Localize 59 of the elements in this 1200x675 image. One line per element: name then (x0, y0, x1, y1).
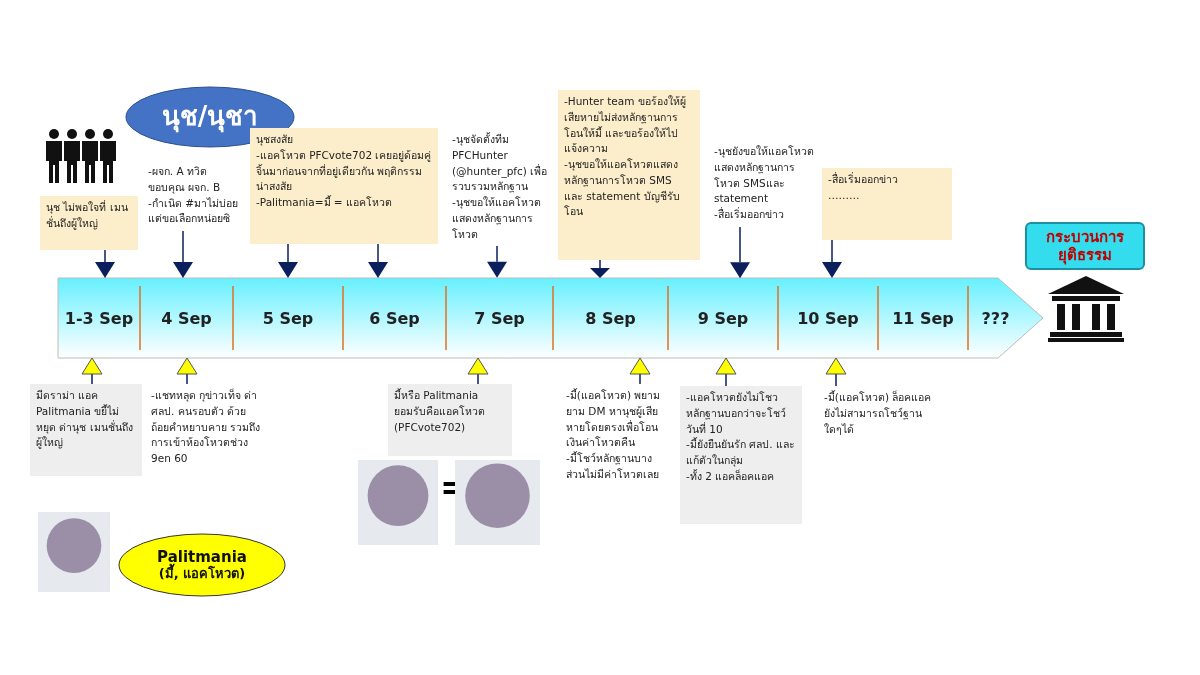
note-text: -นุชขอให้แอคโหวตแสดงหลักฐานการโหวต SMS และ statement บัญชีรับโอน (564, 157, 681, 220)
note-text: -มี้ยังยืนยันรัก ศลป. และแก้ตัวในกลุ่ม (686, 437, 796, 469)
title-text: กระบวนการยุติธรรม (1045, 228, 1125, 264)
note-text: -นุชขอให้แอคโหวตแสดงหลักฐานการโหวต (452, 195, 542, 242)
date-label: 7 Sep (473, 307, 526, 330)
note-text: มีดราม่า แอค Palitmania ขยี้ไม่หยุด ด่านุช เมนชั่นถึงผู้ใหญ่ (36, 388, 134, 451)
arrow (95, 249, 115, 278)
note-text: -มี้(แอคโหวต) ล็อคแอคยังไม่สามารถโชว์ฐานใดๆได้ (824, 390, 933, 437)
note-box (388, 384, 512, 456)
date-label: 9 Sep (696, 307, 750, 330)
arrow (467, 357, 489, 385)
note-text: -มี้โชว์หลักฐานบางส่วนไม่มีค่าโหวตเลย (566, 451, 660, 482)
arrow (81, 357, 103, 385)
note-text: -ทั้ง 2 แอคล็อคแอค (686, 468, 776, 484)
note-text: ……… (828, 187, 861, 203)
title-box (1025, 222, 1145, 270)
arrow (822, 239, 842, 278)
ellipse-label (118, 533, 286, 597)
date-label: 8 Sep (584, 307, 637, 330)
note-box (680, 386, 802, 524)
note-text: นุช ไม่พอใจที่ เมนชั่นถึงผู้ใหญ่ (46, 200, 129, 232)
note-text: -Hunter team ขอร้องให้ผู้เสียหายไม่ส่งหลักฐานการโอนให้มี้ และขอร้องให้ไปแจ้งความ (564, 94, 687, 157)
note-text: มี้หรือ Palitmania ยอมรับคือแอคโหวต (PFCvote702) (394, 388, 486, 435)
arrow (715, 357, 737, 387)
timeline-band (58, 278, 1043, 358)
note-text: -นุชจัดตั้งทีม PFCHunter (@hunter_pfc) เพื่อรวบรวมหลักฐาน (452, 132, 549, 195)
arrow (173, 230, 193, 278)
note-text: -กำเนิด #มาไม่บ่อยแต่ขอเลือกหน่อยซิ (148, 195, 239, 227)
arrow (278, 243, 298, 278)
note-text: -สื่อเริ่มออกข่าว (714, 207, 785, 222)
note-text: -สื่อเริ่มออกข่าว (828, 172, 899, 187)
arrow (368, 243, 388, 278)
arrow (629, 357, 651, 385)
date-label: 11 Sep (891, 307, 955, 330)
date-label: 4 Sep (160, 307, 213, 330)
note-box (558, 90, 700, 260)
date-label: 10 Sep (796, 307, 860, 330)
arrow (590, 259, 610, 278)
note-text: -มี้(แอคโหวต) พยามยาม DM หานุชผู้เสียหายโดยตรงเพื่อโอนเงินค่าโหวตคืน (566, 388, 662, 451)
arrow (176, 357, 198, 385)
note-text: -Palitmania=มี้ = แอคโหวต (256, 195, 393, 210)
note-box (40, 196, 138, 250)
note-box (30, 384, 142, 476)
ellipse-text: นุช/นุชา (161, 101, 259, 133)
note-text: -แอคโหวต PFCvote702 เคยอยู่ด้อมคู่จิ้นมาก่อนจากที่อยู่เดียวกัน พฤติกรรมน่าสงสัย (256, 147, 432, 195)
arrow (487, 245, 507, 278)
arrow (730, 226, 750, 278)
date-label: ??? (980, 307, 1011, 330)
date-label: 6 Sep (368, 307, 421, 330)
note-text: -นุชยังขอให้แอคโหวตแสดงหลักฐานการโหวต SMSและ statement (714, 144, 814, 207)
note-text: นุชสงสัย (256, 133, 294, 148)
note-box (822, 168, 952, 240)
arrow (825, 357, 847, 387)
note-text: -ผจก. A ทวิตขอบคุณ ผจก. B (148, 164, 222, 196)
date-label: 1-3 Sep (63, 307, 135, 330)
date-label: 5 Sep (261, 307, 315, 330)
note-text: -แอคโหวตยังไม่โชวหลักฐานบอกว่าจะโชว์วันที่ 10 (686, 390, 787, 437)
note-text: -แชทหลุด กุข่าวเท็จ ด่า ศลป. คนรอบตัว ด้วยถ้อยคำหยาบคาย รวมถึงการเข้าห้องโหวตช่วง 9en 60 (151, 388, 262, 466)
ellipse-label (125, 86, 295, 148)
